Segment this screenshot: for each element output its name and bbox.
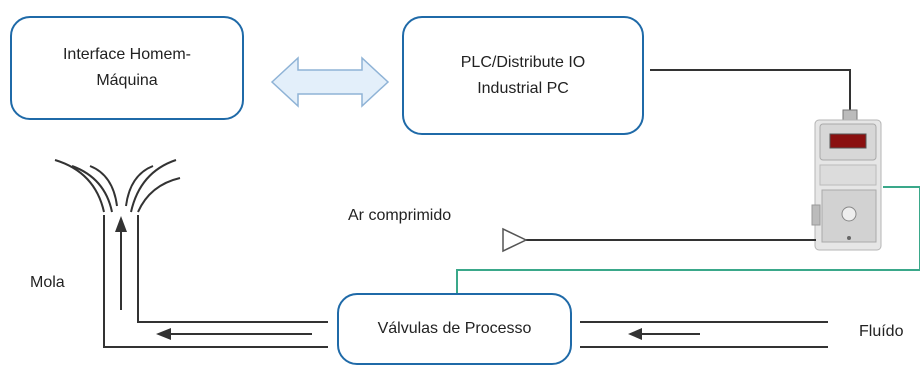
hmi-box: Interface Homem- Máquina <box>10 16 244 120</box>
left-pipe-outer <box>103 215 328 348</box>
return-flow-arrowhead <box>156 328 171 340</box>
hmi-line1: Interface Homem- <box>62 46 192 63</box>
spring-label: Mola <box>30 274 65 291</box>
plc-line1: PLC/Distribute IO <box>460 53 586 71</box>
valves-box: Válvulas de Processo <box>337 293 572 365</box>
signal-line <box>456 186 920 294</box>
fountain-arcs <box>54 159 181 213</box>
fluid-flow-arrowhead <box>628 328 642 340</box>
device-display <box>829 133 867 149</box>
left-pipe-inner <box>137 215 328 323</box>
fluid-label: Fluído <box>859 323 904 340</box>
plc-device-cable <box>650 69 851 120</box>
cable-connector <box>842 109 858 121</box>
plc-box: PLC/Distribute IO Industrial PC <box>402 16 644 135</box>
plc-line2: Industrial PC <box>477 79 569 97</box>
air-triangle <box>502 227 528 253</box>
hmi-line2: Máquina <box>96 72 158 89</box>
positioner-device-icon <box>811 119 882 251</box>
bidirectional-arrow <box>270 56 390 108</box>
air-label: Ar comprimido <box>348 207 452 224</box>
spring-arrowhead <box>115 216 127 232</box>
valves-label: Válvulas de Processo <box>377 320 532 337</box>
